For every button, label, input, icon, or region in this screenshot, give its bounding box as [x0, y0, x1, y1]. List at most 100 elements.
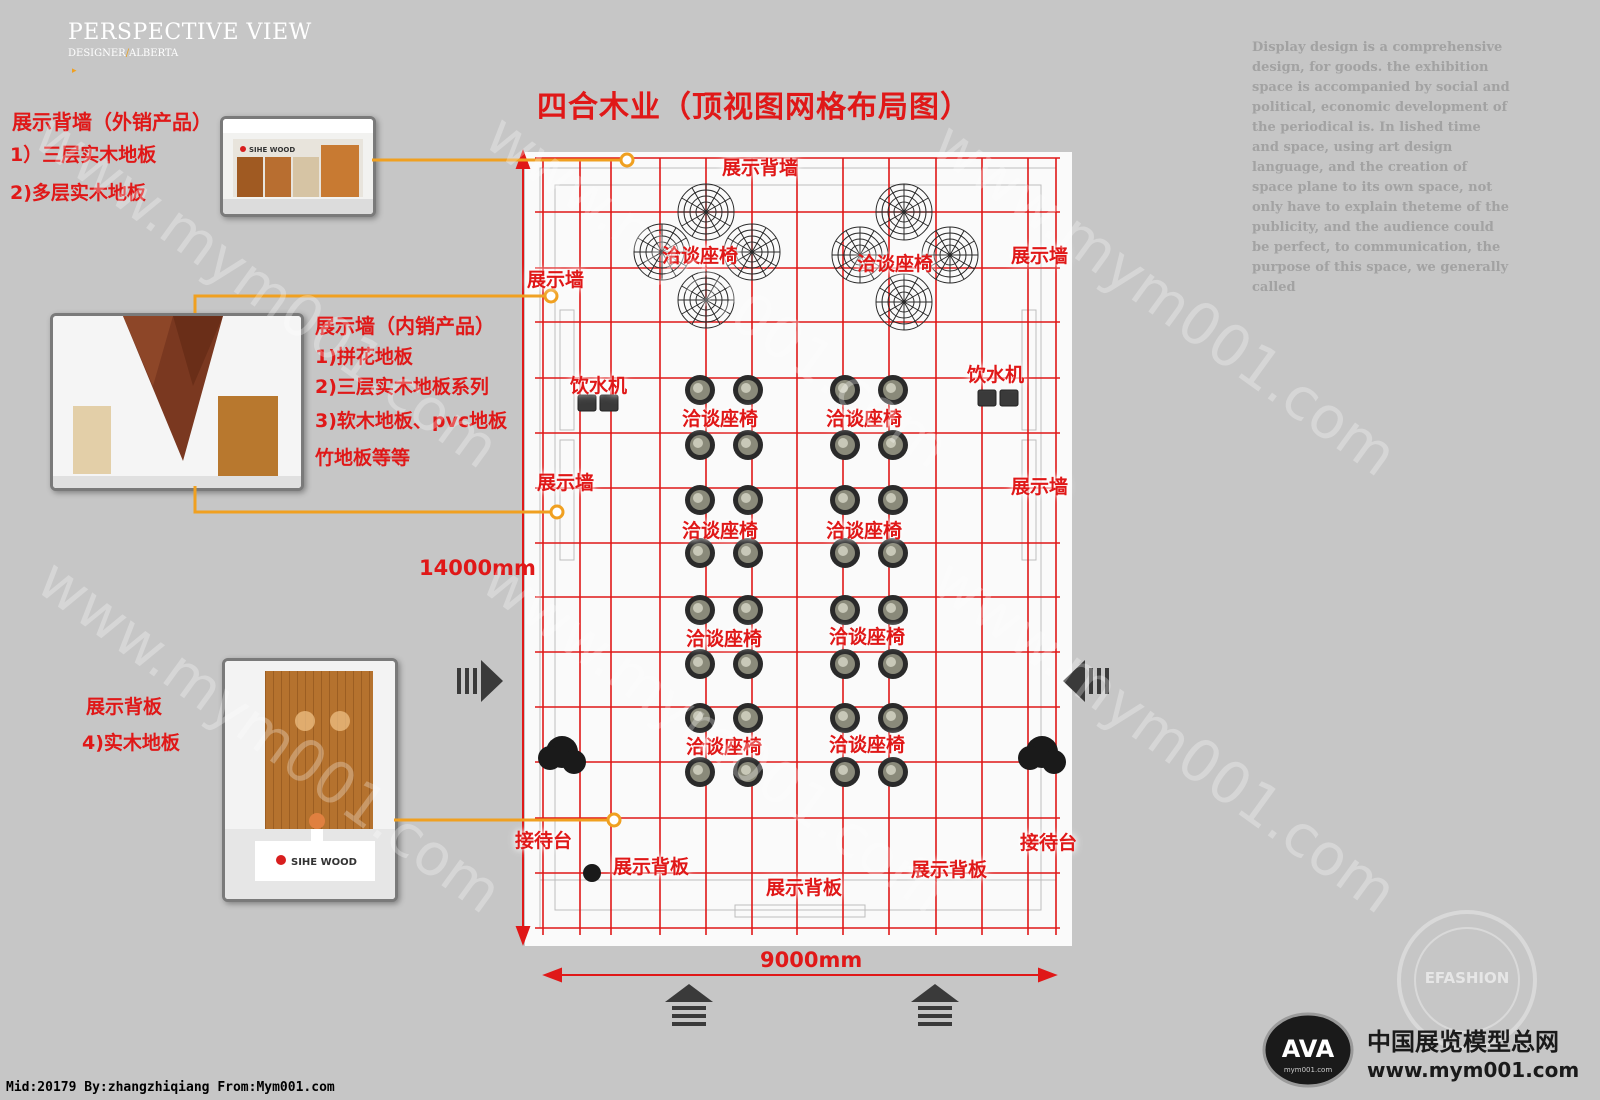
thumbnail-back-wall-art: SIHE WOOD [223, 119, 373, 214]
panel2-item1: 1)拼花地板 [315, 346, 413, 368]
entry-arrow-right-icon [1063, 660, 1109, 702]
round-chair-icon [830, 485, 860, 515]
logo-text: AVA [1282, 1035, 1335, 1063]
round-chair-icon [685, 485, 715, 515]
description-paragraph: Display design is a comprehensive design… [1252, 40, 1510, 295]
round-chair-icon [878, 485, 908, 515]
dimension-width: 9000mm [760, 948, 863, 972]
round-chair-icon [685, 430, 715, 460]
label-backboard-right: 展示背板 [911, 859, 988, 881]
designer-line: DESIGNER/ALBERTA [68, 48, 179, 59]
dimension-height: 14000mm [419, 556, 536, 580]
thumbnail-back-board[interactable]: SIHE WOOD [222, 658, 398, 902]
round-chair-icon [830, 595, 860, 625]
label-backboard-center: 展示背板 [766, 877, 843, 899]
panel1-item2: 2)多层实木地板 [10, 182, 146, 204]
panel2-item3: 3)软木地板、pvc地板 [315, 410, 508, 432]
wire-chair-icon [723, 223, 781, 281]
header-arrow-icon: ▸ [72, 66, 77, 76]
round-chair-icon [685, 649, 715, 679]
round-chair-icon [733, 375, 763, 405]
round-chair-icon [830, 538, 860, 568]
label-water-left: 饮水机 [570, 375, 628, 397]
thumbnail-back-wall[interactable]: SIHE WOOD [220, 116, 376, 217]
panel3-heading: 展示背板 [86, 696, 163, 718]
round-chair-icon [733, 538, 763, 568]
label-seat-r4-left: 洽谈座椅 [686, 736, 763, 758]
label-backboard-left: 展示背板 [613, 856, 690, 878]
thumbnail-logo-text: SIHE WOOD [249, 146, 295, 154]
round-chair-icon [733, 430, 763, 460]
entrance-arrows [457, 660, 1109, 1026]
label-seat-r2-left: 洽谈座椅 [682, 520, 759, 542]
round-chair-icon [733, 595, 763, 625]
thumbnail-back-board-art: SIHE WOOD [225, 661, 395, 899]
round-chair-icon [733, 757, 763, 787]
thumbnail-display-wall[interactable] [50, 313, 304, 491]
label-wall-upper-left: 展示墙 [527, 269, 585, 291]
stamp-text: EFASHION [1425, 969, 1510, 987]
label-reception-right: 接待台 [1020, 832, 1078, 854]
label-wall-upper-right: 展示墙 [1011, 245, 1069, 267]
panel3-item1: 4)实木地板 [82, 732, 180, 754]
round-chair-icon [878, 375, 908, 405]
round-chair-icon [878, 703, 908, 733]
round-chair-icon [878, 757, 908, 787]
page-title: 四合木业（顶视图网格布局图） [537, 90, 971, 125]
round-chair-icon [733, 703, 763, 733]
round-chair-icon [733, 649, 763, 679]
label-seat-r3-left: 洽谈座椅 [686, 628, 763, 650]
wire-chair-icon [875, 273, 933, 331]
round-chair-icon [830, 757, 860, 787]
entry-arrow-left-icon [457, 660, 503, 702]
round-chair-icon [830, 649, 860, 679]
label-wall-mid-right: 展示墙 [1011, 476, 1069, 498]
wire-chair-icon [921, 226, 979, 284]
round-chair-icon [830, 703, 860, 733]
label-seat-r1-right: 洽谈座椅 [826, 408, 903, 430]
label-seat-r1-left: 洽谈座椅 [682, 408, 759, 430]
wire-chair-icon [875, 183, 933, 241]
round-chair-icon [878, 430, 908, 460]
label-reception-left: 接待台 [515, 830, 573, 852]
entry-arrow-bottom-left-icon [665, 984, 713, 1026]
logo-sub: mym001.com [1284, 1066, 1332, 1074]
round-chair-icon [830, 430, 860, 460]
panel2-item2: 2)三层实木地板系列 [315, 376, 489, 398]
round-chair-icon [685, 595, 715, 625]
label-water-right: 饮水机 [967, 364, 1025, 386]
plants [538, 736, 1066, 882]
round-chair-icon [878, 538, 908, 568]
round-chair-icon [685, 703, 715, 733]
header-title: PERSPECTIVE VIEW [68, 20, 312, 45]
wire-chair-icon [677, 271, 735, 329]
panel2-item4: 竹地板等等 [315, 447, 411, 469]
site-name-cn: 中国展览模型总网 [1367, 1028, 1559, 1056]
round-chair-icon [830, 375, 860, 405]
round-chair-icon [685, 757, 715, 787]
label-seat-top-left: 洽谈座椅 [662, 245, 739, 267]
round-chairs [685, 375, 908, 787]
label-seat-r3-right: 洽谈座椅 [829, 626, 906, 648]
wire-chair-icon [831, 226, 889, 284]
label-seat-top-right: 洽谈座椅 [857, 253, 934, 275]
round-chair-icon [733, 485, 763, 515]
wire-chair-icon [677, 183, 735, 241]
water-dispensers [577, 389, 1019, 412]
round-chair-icon [685, 538, 715, 568]
round-chair-icon [878, 649, 908, 679]
thumbnail-display-wall-art [53, 316, 301, 488]
label-wall-mid-left: 展示墙 [537, 472, 595, 494]
site-url[interactable]: www.mym001.com [1367, 1058, 1580, 1082]
label-back-wall-top: 展示背墙 [722, 157, 799, 179]
round-chair-icon [685, 375, 715, 405]
panel1-heading: 展示背墙（外销产品） [12, 110, 212, 134]
footer-id-line: Mid:20179 By:zhangzhiqiang From:Mym001.c… [6, 1080, 335, 1095]
lounge-chairs [633, 183, 979, 331]
ava-logo: AVA mym001.com [1262, 1012, 1354, 1088]
entry-arrow-bottom-right-icon [911, 984, 959, 1026]
label-seat-r2-right: 洽谈座椅 [826, 520, 903, 542]
panel1-item1: 1）三层实木地板 [10, 144, 157, 166]
thumbnail-board-logo: SIHE WOOD [291, 857, 357, 868]
